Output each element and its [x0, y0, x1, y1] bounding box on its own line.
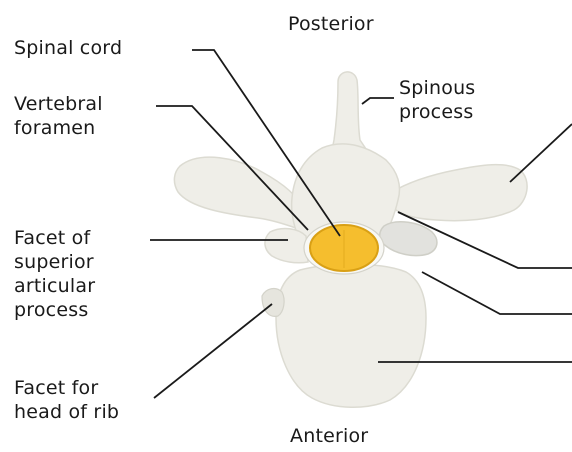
- facet-rib-leader: [154, 304, 272, 398]
- spinous-process-leader: [362, 98, 394, 104]
- facet-for-head-of-rib-shape: [262, 289, 284, 317]
- right-transverse-process: [386, 165, 527, 221]
- transverse-process-leader: [510, 124, 572, 182]
- vertebral-body: [276, 264, 426, 407]
- pedicle-leader: [422, 272, 572, 314]
- left-transverse-process: [174, 157, 306, 228]
- left-pedicle: [265, 229, 308, 263]
